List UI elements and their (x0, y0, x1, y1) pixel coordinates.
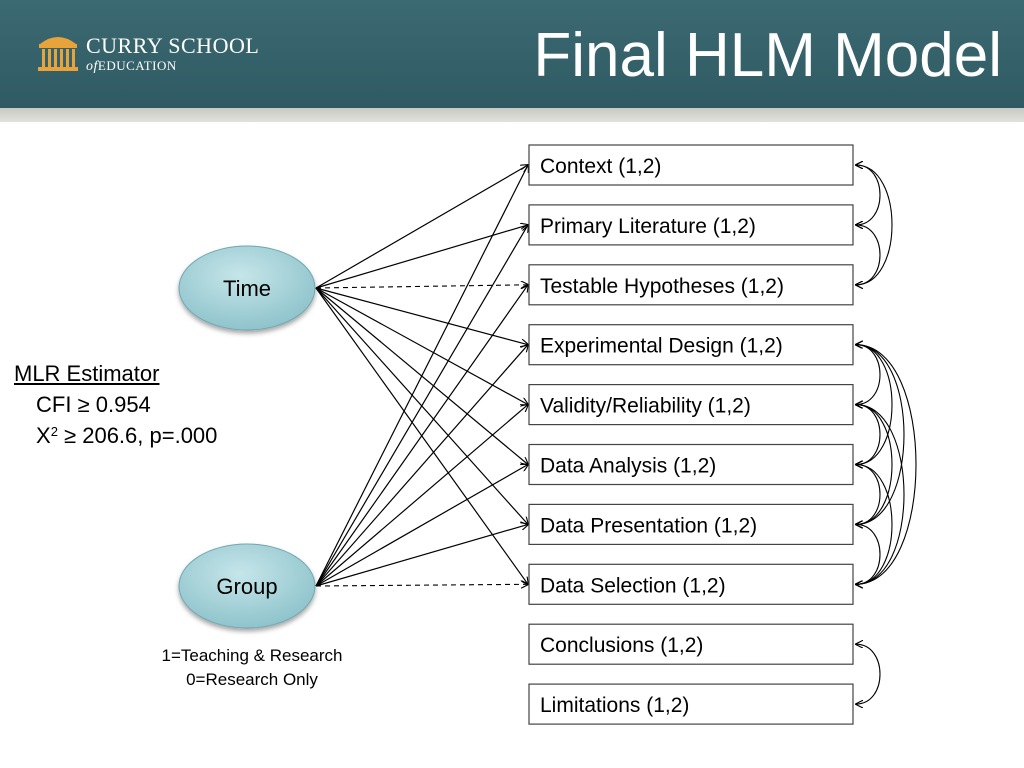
outcome-box: Data Selection (1,2) (528, 563, 854, 605)
header-stripe (0, 108, 1024, 122)
covariance-arc (856, 165, 893, 285)
covariance-arcs (856, 165, 917, 704)
outcome-box-frame (528, 623, 854, 665)
outcome-box: Limitations (1,2) (528, 683, 854, 725)
chi-superscript: 2 (50, 424, 58, 439)
outcome-box: Data Analysis (1,2) (528, 443, 854, 486)
group-path-line (315, 165, 528, 587)
chi-symbol: X (36, 423, 51, 448)
covariance-arc (856, 405, 905, 585)
covariance-arc (856, 345, 905, 525)
regression-paths (315, 165, 528, 587)
outcome-label: Testable Hypotheses (1,2) (540, 275, 784, 298)
outcome-label: Primary Literature (1,2) (540, 215, 756, 238)
outcome-box-frame (528, 683, 854, 725)
covariance-arc (856, 405, 881, 465)
outcome-box: Experimental Design (1,2) (528, 324, 854, 366)
outcome-box-frame (528, 204, 854, 246)
time-dashed-path-line (315, 285, 528, 288)
time-path-line (315, 287, 528, 405)
outcome-box: Primary Literature (1,2) (528, 204, 854, 246)
chi-square-value: X2 ≥ 206.6, p=.000 (14, 420, 217, 451)
covariance-arc (856, 465, 893, 585)
group-path-line (315, 405, 528, 587)
slide-title: Final HLM Model (533, 21, 1002, 90)
outcome-box-frame (528, 324, 854, 366)
group-coding-note: 1=Teaching & Research 0=Research Only (132, 644, 372, 692)
node-time-label: Time (223, 276, 271, 301)
outcome-box: Context (1,2) (528, 144, 854, 186)
outcome-boxes: Context (1,2) Primary Literature (1,2) Tes… (528, 144, 854, 725)
covariance-arc (856, 345, 917, 585)
time-path-line (315, 165, 528, 289)
outcome-label: Conclusions (1,2) (540, 634, 703, 657)
covariance-arc (856, 165, 881, 225)
covariance-arc (856, 225, 881, 285)
predictor-nodes: Time Group (178, 245, 316, 629)
covariance-arc (856, 405, 893, 525)
group-path-line (315, 225, 528, 587)
outcome-box-frame (528, 503, 854, 545)
cfi-value: CFI ≥ 0.954 (36, 392, 151, 417)
group-path-line (315, 524, 528, 587)
node-group-label: Group (216, 574, 277, 599)
outcome-box-frame (528, 563, 854, 605)
node-group-shape (178, 543, 316, 629)
group-note-line1: 1=Teaching & Research (161, 646, 343, 665)
outcome-label: Data Presentation (1,2) (540, 514, 757, 537)
outcome-label: Validity/Reliability (1,2) (540, 395, 751, 418)
outcome-label: Experimental Design (1,2) (540, 335, 783, 358)
node-time: Time (178, 245, 316, 331)
covariance-arc (856, 345, 881, 405)
outcome-label: Data Analysis (1,2) (540, 455, 716, 478)
outcome-box-frame (528, 144, 854, 186)
outcome-box: Conclusions (1,2) (528, 623, 854, 665)
group-path-line (315, 285, 528, 587)
group-path-line (315, 345, 528, 587)
group-note-line2: 0=Research Only (186, 670, 318, 689)
outcome-box-frame (528, 384, 854, 426)
rotunda-icon (38, 37, 78, 71)
covariance-arc (856, 644, 881, 704)
outcome-label: Context (1,2) (540, 155, 661, 178)
group-dashed-path-line (315, 584, 528, 586)
header-bar: CURRY SCHOOL ofEDUCATION Final HLM Model (0, 0, 1024, 109)
logo-text-school: CURRY SCHOOL (86, 33, 260, 58)
covariance-arc (856, 524, 881, 584)
outcome-box: Testable Hypotheses (1,2) (528, 264, 854, 306)
logo-text-education: ofEDUCATION (86, 58, 177, 75)
outcome-box: Data Presentation (1,2) (528, 503, 854, 545)
node-group: Group (178, 543, 316, 629)
outcome-label: Data Selection (1,2) (540, 574, 726, 597)
logo-text-education-word: EDUCATION (97, 58, 177, 73)
outcome-box-frame (528, 264, 854, 306)
outcome-box: Validity/Reliability (1,2) (528, 384, 854, 426)
covariance-arc (856, 465, 881, 525)
outcome-label: Limitations (1,2) (540, 694, 689, 717)
curry-school-logo: CURRY SCHOOL ofEDUCATION (36, 28, 266, 78)
estimator-heading: MLR Estimator (14, 361, 160, 386)
group-path-line (315, 465, 528, 587)
estimator-block: MLR Estimator CFI ≥ 0.954 X2 ≥ 206.6, p=… (14, 358, 217, 451)
covariance-arc (856, 345, 893, 465)
node-time-shape (178, 245, 316, 331)
logo-text-of: of (86, 59, 98, 74)
chi-statistic: ≥ 206.6, p=.000 (57, 423, 218, 448)
outcome-box-frame (528, 443, 854, 486)
time-path-line (315, 287, 528, 345)
